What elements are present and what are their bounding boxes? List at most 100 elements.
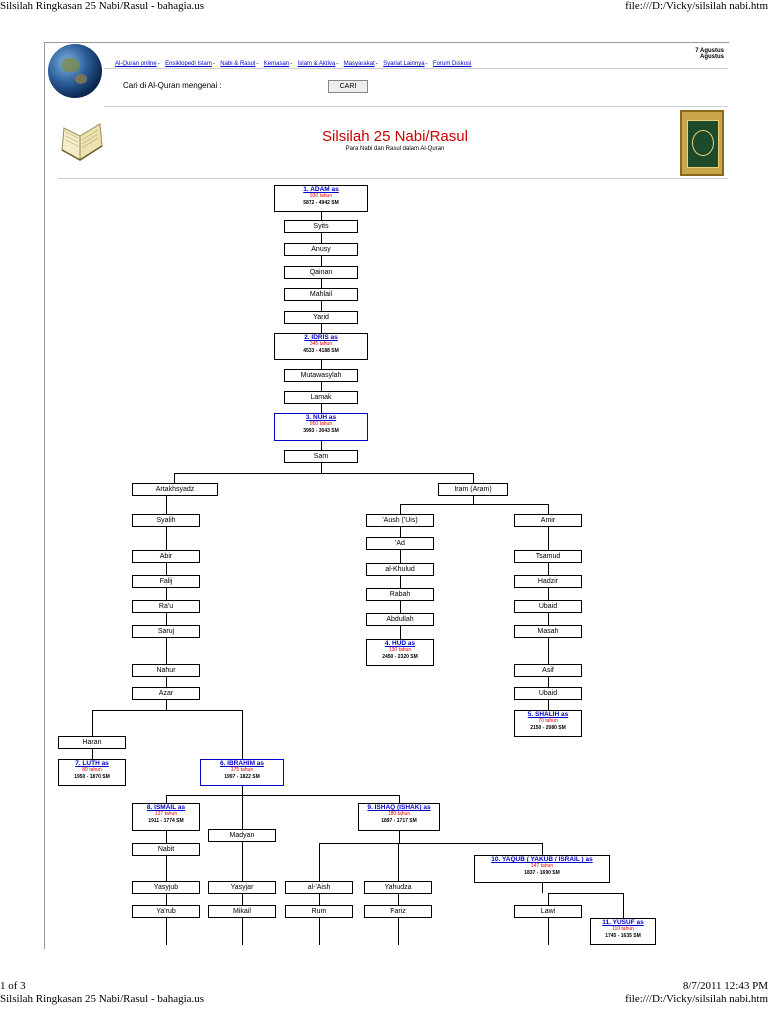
node-ibrahim[interactable]: 6. IBRAHIM as 175 tahun 1997 - 1822 SM — [200, 759, 284, 786]
node-hud-age: 130 tahun — [388, 647, 412, 654]
connector-line — [92, 749, 93, 759]
connector-line — [473, 496, 474, 504]
connector-line — [166, 795, 167, 803]
node-adam[interactable]: 1. ADAM as 930 tahun 5872 - 4942 SM — [274, 185, 368, 212]
node-idris[interactable]: 2. IDRIS as 345 tahun 4533 - 4188 SM — [274, 333, 368, 360]
node-artakhsyadz: Artakhsyadz — [132, 483, 218, 496]
connector-line — [166, 856, 167, 881]
node-shalih-name[interactable]: 5. SHALIH as — [527, 711, 569, 718]
node-hud-years: 2450 - 2320 SM — [382, 653, 418, 660]
connector-line — [174, 473, 473, 474]
node-abdullah: Abdullah — [366, 613, 434, 626]
globe-land — [62, 58, 80, 72]
node-ibrahim-years: 1997 - 1822 SM — [224, 773, 260, 780]
node-abir: Abir — [132, 550, 200, 563]
node-ismail[interactable]: 8. ISMAIL as 137 tahun 1911 - 1774 SM — [132, 803, 200, 831]
connector-line — [92, 710, 242, 711]
node-masah: Masah — [514, 625, 582, 638]
node-iram: Iram (Aram) — [438, 483, 508, 496]
title-divider — [58, 178, 728, 179]
node-idris-years: 4533 - 4188 SM — [303, 347, 339, 354]
page-subtitle: Para Nabi dan Rasul dalam Al-Quran — [345, 146, 445, 152]
node-qainan: Qainan — [284, 266, 358, 279]
node-azar: Azar — [132, 687, 200, 700]
node-yaqub-name[interactable]: 10. YAQUB ( YAKUB / ISRAIL ) as — [491, 856, 593, 863]
connector-line — [542, 883, 543, 893]
connector-line — [166, 918, 167, 945]
page-count: 1 of 3 — [0, 980, 26, 992]
node-rau: Ra'u — [132, 600, 200, 613]
node-idris-name[interactable]: 2. IDRIS as — [304, 334, 338, 341]
connector-line — [242, 710, 243, 759]
node-yaarub: Ya'rub — [132, 905, 200, 918]
node-ishaq-name[interactable]: 9. ISHAQ (ISHAK) as — [367, 804, 431, 811]
connector-line — [166, 527, 167, 700]
nav-link-forum[interactable]: Forum Diskusi — [433, 61, 472, 67]
search-divider — [104, 106, 728, 107]
nav-date: 7 Agustus Agustus — [695, 48, 724, 60]
node-yaqub[interactable]: 10. YAQUB ( YAKUB / ISRAIL ) as 147 tahu… — [474, 855, 610, 883]
connector-line — [242, 894, 243, 905]
connector-line — [321, 463, 322, 473]
node-lamak: Lamak — [284, 391, 358, 404]
node-alaish: al-'Aish — [285, 881, 353, 894]
search-button[interactable]: CARI — [328, 80, 368, 93]
connector-line — [398, 918, 399, 945]
connector-line — [400, 504, 548, 505]
node-sam: Sam — [284, 450, 358, 463]
connector-line — [399, 831, 400, 843]
nav-link-islam-aktiva[interactable]: Islam & Aktiva — [297, 61, 336, 67]
node-nabit: Nabit — [132, 843, 200, 856]
nav-link-alquran[interactable]: Al-Quran online — [115, 61, 157, 67]
node-luth[interactable]: 7. LUTH as 80 tahun 1950 - 1870 SM — [58, 759, 126, 786]
page-title: Silsilah 25 Nabi/Rasul — [322, 128, 468, 145]
nav-link-nabi-rasul[interactable]: Nabi & Rasul — [220, 61, 256, 67]
node-amir: Amir — [514, 514, 582, 527]
connector-line — [166, 831, 167, 843]
node-shalih[interactable]: 5. SHALIH as 70 tahun 2150 - 2080 SM — [514, 710, 582, 737]
node-ismail-age: 137 tahun — [154, 811, 178, 818]
node-adam-name[interactable]: 1. ADAM as — [303, 186, 339, 193]
nav-link-ensiklopedi[interactable]: Ensiklopedi Islam — [165, 61, 212, 67]
browser-url-top: file:///D:/Vicky/silsilah nabi.htm — [625, 0, 768, 12]
node-nahur: Nahur — [132, 664, 200, 677]
node-yusuf[interactable]: 11. YUSUF as 110 tahun 1745 - 1635 SM — [590, 918, 656, 945]
nav-link-masyarakat[interactable]: Masyarakat — [343, 61, 375, 67]
connector-line — [242, 786, 243, 795]
connector-line — [400, 527, 401, 639]
node-yarid: Yarid — [284, 311, 358, 324]
node-yahudza: Yahudza — [364, 881, 432, 894]
node-luth-name[interactable]: 7. LUTH as — [75, 760, 109, 767]
node-yusuf-name[interactable]: 11. YUSUF as — [602, 919, 644, 926]
node-ishaq-years: 1897 - 1717 SM — [381, 817, 417, 824]
connector-line — [473, 473, 474, 483]
connector-line — [319, 843, 542, 844]
connector-line — [166, 795, 399, 796]
node-hud[interactable]: 4. HUD as 130 tahun 2450 - 2320 SM — [366, 639, 434, 666]
node-nuh-name[interactable]: 3. NUH as — [305, 414, 337, 421]
node-ishaq[interactable]: 9. ISHAQ (ISHAK) as 180 tahun 1897 - 171… — [358, 803, 440, 831]
connector-line — [548, 893, 549, 905]
nav-link-syariat[interactable]: Syariat Lainnya — [383, 61, 425, 67]
node-yasyjar: Yasyjar — [208, 881, 276, 894]
node-ibrahim-name[interactable]: 6. IBRAHIM as — [219, 760, 265, 767]
connector-line — [92, 710, 93, 736]
globe-land-2 — [75, 74, 87, 84]
node-nuh-years: 3993 - 3043 SM — [303, 427, 339, 434]
node-fariz: Fariz — [364, 905, 432, 918]
node-anusy: Anusy — [284, 243, 358, 256]
connector-line — [623, 893, 624, 918]
node-tsamud: Tsamud — [514, 550, 582, 563]
node-hud-name[interactable]: 4. HUD as — [384, 640, 416, 647]
connector-line — [242, 842, 243, 881]
nav-link-kemasan[interactable]: Kemasan — [263, 61, 290, 67]
node-ismail-name[interactable]: 8. ISMAIL as — [146, 804, 186, 811]
node-ishaq-age: 180 tahun — [387, 811, 411, 818]
node-haran: Haran — [58, 736, 126, 749]
node-nuh[interactable]: 3. NUH as 950 tahun 3993 - 3043 SM — [274, 413, 368, 441]
node-yusuf-age: 110 tahun — [612, 926, 634, 933]
connector-line — [319, 843, 320, 881]
node-falij: Falij — [132, 575, 200, 588]
page-frame — [44, 42, 729, 949]
node-shalih-years: 2150 - 2080 SM — [530, 724, 566, 731]
